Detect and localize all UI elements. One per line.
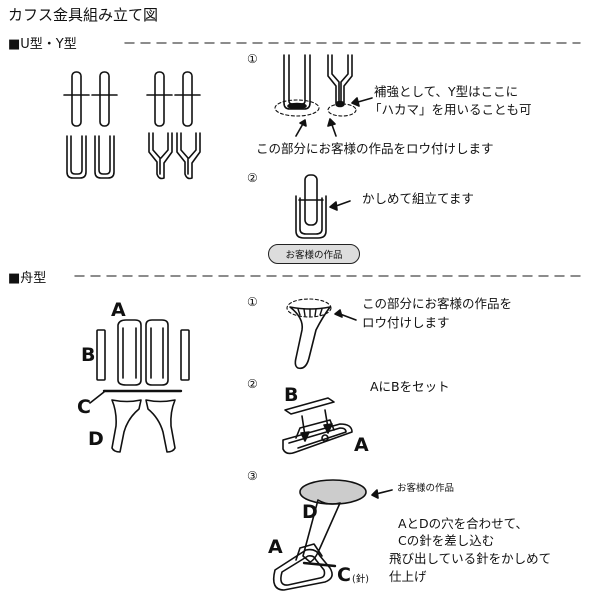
boat-step3-label-c: C [337,564,351,586]
section-heading-uy: ■U型・Y型 [8,37,77,52]
boat-step1-part-d [289,306,331,370]
boat-step3-label-a: A [268,536,283,558]
y-type-pins [146,71,201,127]
boat-step2-part-a [282,419,353,455]
boat-step3-part-a [272,543,333,591]
boat-part-d-left [111,399,142,453]
u-type-pins [63,71,118,127]
section-heading-boat: ■舟型 [8,271,47,286]
label-part-c: C [77,396,91,418]
uy-step1-note-line2: 「ハカマ」を用いることも可 [369,102,532,117]
label-c-pointer [89,391,105,404]
boat-part-a-left [117,319,142,386]
boat-step2-label-b: B [284,384,299,406]
page-title: カフス金具組み立て図 [8,6,159,24]
boat-step3-label-d: D [302,501,318,523]
uy-step1-y-clip [327,54,353,108]
boat-step3-note-line3: 飛び出している針をかしめて [389,551,552,566]
boat-part-b-right [180,329,190,381]
boat-step3-number: ③ [247,469,258,483]
boat-step3-part-d [302,499,341,563]
boat-step1-number: ① [247,295,258,309]
boat-step3-label-work: お客様の作品 [397,483,455,494]
note-arrow-work [375,489,393,495]
boat-part-a-right [145,319,169,386]
note-arrow-hakama [357,97,373,103]
brazing-area-marker-y [327,103,357,117]
label-part-b: B [81,344,96,366]
boat-brazing-area-marker [286,298,332,318]
boat-step3-note-line2: Cの針を差し込む [398,533,495,548]
u-type-clips [66,135,115,179]
uy-step1-note-line1: 補強として、Y型はここに [374,84,519,99]
note-arrow-kashime [335,200,351,207]
boat-step2-note: AにBをセット [370,379,450,394]
boat-part-b-left [96,329,106,381]
boat-step3-part-c-pin [302,561,337,568]
boat-step3-label-c-sub: (針) [352,574,369,585]
uy-step2-number: ② [247,171,258,185]
boat-step1-note-line1: この部分にお客様の作品を [362,296,513,311]
label-part-d: D [88,428,104,450]
label-part-a: A [111,299,126,321]
boat-step2-number: ② [247,377,258,391]
uy-step1-u-clip [283,54,311,110]
uy-step2-note: かしめて組立てます [362,191,474,206]
brazing-area-marker-u [274,99,320,117]
y-type-clips [148,132,201,180]
boat-part-d-right [145,399,176,453]
boat-step1-note-line2: ロウ付けします [362,315,450,330]
uy-step1-caption: この部分にお客様の作品をロウ付けします [256,141,494,156]
boat-step3-note-line4: 仕上げ [389,569,427,584]
uy-step1-number: ① [247,52,258,66]
note-arrow-brazing [339,313,357,321]
boat-step2-label-a: A [354,434,369,456]
customer-work-badge: お客様の作品 [268,244,360,264]
boat-step2-part-b [284,397,335,415]
uy-step2-assembly [295,174,327,239]
boat-step3-note-line1: AとDの穴を合わせて、 [398,516,529,531]
